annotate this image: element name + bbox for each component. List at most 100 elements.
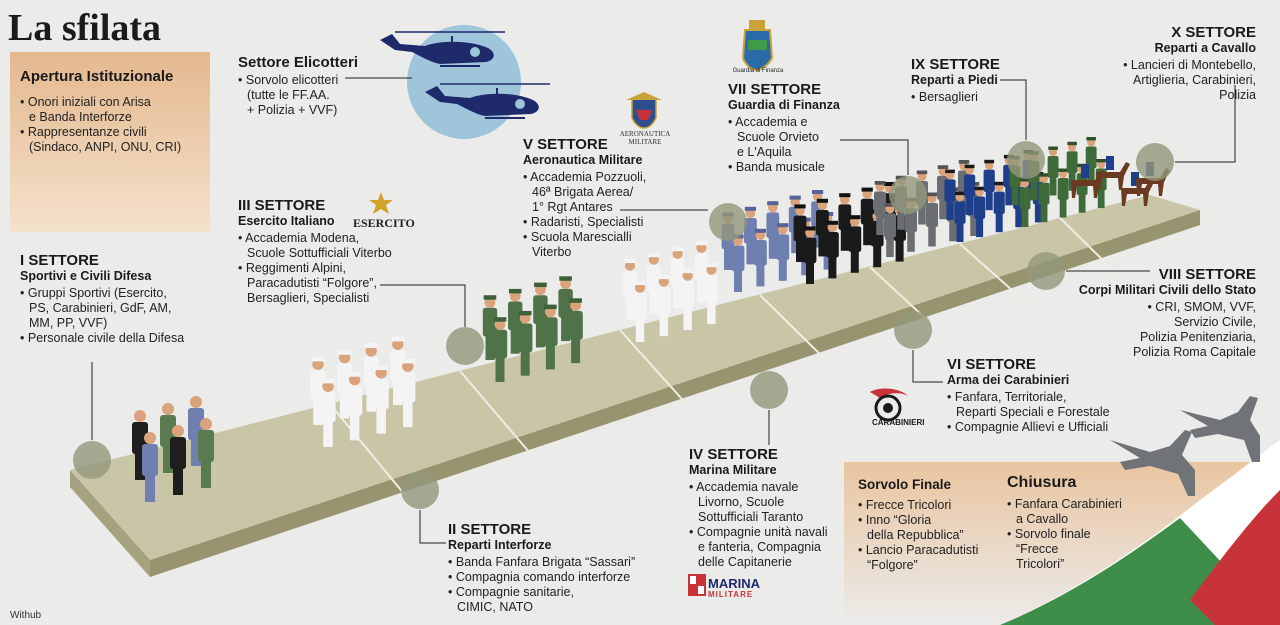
marching-figure <box>1047 146 1059 196</box>
list-item: Accademia e Scuole Orvieto e L'Aquila <box>728 115 898 160</box>
marching-figure <box>482 295 498 360</box>
list-item: Radaristi, Specialisti <box>523 215 673 230</box>
sector-9-block: IX SETTORE Reparti a Piedi Bersaglieri <box>911 56 1021 105</box>
marching-figure <box>766 201 780 259</box>
carabinieri-emblem <box>870 388 908 422</box>
marching-figure <box>320 378 336 447</box>
sector-10-subtitle: Reparti a Cavallo <box>1154 41 1256 55</box>
marina-logo-text: MARINA <box>708 576 760 591</box>
list-item: Accademia Pozzuoli, 46ª Brigata Aerea/ 1… <box>523 170 673 215</box>
esercito-star-icon <box>369 192 393 214</box>
sector-6-subtitle: Arma dei Carabinieri <box>947 373 1070 387</box>
chiusura-heading: Chiusura <box>1007 474 1077 491</box>
list-item: Banda musicale <box>728 160 898 175</box>
sector-9-list: Bersaglieri <box>911 90 1021 105</box>
aeronautica-logo: AERONAUTICA MILITARE <box>618 130 672 146</box>
page-title: La sfilata <box>8 7 162 49</box>
marching-figure <box>954 191 966 242</box>
list-item: Compagnia comando interforze <box>448 570 668 585</box>
sorvolo-heading: Sorvolo Finale <box>858 477 952 492</box>
marching-figure <box>543 304 558 370</box>
aeronautica-logo-subtext: MILITARE <box>628 138 662 146</box>
marching-figure <box>623 258 637 320</box>
list-item: Personale civile della Difesa <box>20 331 220 346</box>
marching-figure <box>680 268 695 331</box>
marching-figure <box>310 356 326 425</box>
sector-5-list: Accademia Pozzuoli, 46ª Brigata Aerea/ 1… <box>523 170 673 260</box>
sector-5-block: V SETTORE Aeronautica Militare Accademia… <box>523 136 673 260</box>
marching-figure <box>132 410 148 480</box>
marching-figure <box>492 317 508 382</box>
marching-figure <box>1038 173 1050 223</box>
list-item: Frecce Tricolori <box>858 498 1003 513</box>
sector-7-block: VII SETTORE Guardia di Finanza Accademia… <box>728 81 898 175</box>
sector-6-list: Fanfara, Territoriale, Reparti Speciali … <box>947 390 1137 435</box>
guardia-finanza-logo-text: Guardia di Finanza <box>732 68 784 74</box>
troops <box>132 137 1170 502</box>
sector-1-heading: I SETTORE <box>20 252 99 269</box>
sector-7-heading: VII SETTORE <box>728 81 822 98</box>
sorvolo-list: Frecce TricoloriInno “Gloria della Repub… <box>858 498 1003 573</box>
apertura-heading: Apertura Istituzionale <box>20 68 174 85</box>
marching-figure <box>874 181 886 235</box>
sector-8-block: VIII SETTORE Corpi Militari Civili dello… <box>1060 266 1256 360</box>
marching-figure <box>198 418 214 488</box>
marina-logo: MARINA MILITARE <box>708 576 760 600</box>
marching-figure <box>793 204 807 262</box>
list-item: Compagnie sanitarie, CIMIC, NATO <box>448 585 668 615</box>
list-item: Lancio Paracadutisti “Folgore” <box>858 543 1003 573</box>
list-item: Onori iniziali con Arisa e Banda Interfo… <box>20 95 210 125</box>
sector-8-list: CRI, SMOM, VVF, Servizio Civile, Polizia… <box>1060 300 1256 360</box>
marching-figure <box>860 187 874 246</box>
apertura-block: Apertura Istituzionale Onori iniziali co… <box>20 68 210 155</box>
marching-figure <box>974 186 986 238</box>
sector-3-block: III SETTORE Esercito Italiano Accademia … <box>238 197 438 306</box>
marching-figure <box>926 192 938 247</box>
list-item: Fanfara Carabinieri a Cavallo <box>1007 497 1147 527</box>
helicopter-icon <box>425 83 550 119</box>
marching-figure <box>533 282 548 348</box>
sector-4-list: Accademia navale Livorno, Scuole Sottuff… <box>689 480 849 570</box>
chiusura-block: Chiusura Fanfara Carabinieri a CavalloSo… <box>1007 474 1147 572</box>
chiusura-list: Fanfara Carabinieri a CavalloSorvolo fin… <box>1007 497 1147 572</box>
marching-figure <box>993 181 1005 233</box>
marching-figure <box>558 276 573 342</box>
marina-emblem <box>688 574 706 596</box>
elicotteri-heading: Settore Elicotteri <box>238 54 359 71</box>
sector-5-heading: V SETTORE <box>523 136 608 153</box>
list-item: Compagnie Allievi e Ufficiali <box>947 420 1137 435</box>
apertura-list: Onori iniziali con Arisa e Banda Interfo… <box>20 95 210 155</box>
list-item: Reggimenti Alpini, Paracadutisti “Folgor… <box>238 261 438 306</box>
list-item: Accademia Modena, Scuole Sottufficiali V… <box>238 231 438 261</box>
horse-icon <box>1096 156 1130 190</box>
horse-icon <box>1071 164 1105 198</box>
list-item: Sorvolo elicotteri (tutte le FF.AA. + Po… <box>238 73 408 118</box>
sector-10-list: Lancieri di Montebello, Artiglieria, Car… <box>1090 58 1256 103</box>
marching-figure <box>848 215 862 273</box>
helicopter-circle <box>407 25 521 139</box>
sector-3-list: Accademia Modena, Scuole Sottufficiali V… <box>238 231 438 306</box>
marching-figure <box>670 246 685 309</box>
sector-9-subtitle: Reparti a Piedi <box>911 73 998 87</box>
sector-1-block: I SETTORE Sportivi e Civili Difesa Grupp… <box>20 252 220 346</box>
aeronautica-logo-text: AERONAUTICA <box>619 130 671 138</box>
jet-icon <box>1110 430 1195 496</box>
sector-6-block: VI SETTORE Arma dei Carabinieri Fanfara,… <box>947 356 1137 435</box>
guardia-finanza-emblem <box>741 20 774 72</box>
marching-figure <box>744 206 757 265</box>
sector-4-subtitle: Marina Militare <box>689 463 777 477</box>
sector-markers <box>73 141 1174 509</box>
marching-figure <box>704 262 719 325</box>
sector-8-heading: VIII SETTORE <box>1158 266 1256 283</box>
sector-9-heading: IX SETTORE <box>911 56 1000 73</box>
marching-figure <box>803 226 817 284</box>
sector-2-heading: II SETTORE <box>448 521 532 538</box>
sector-8-subtitle: Corpi Militari Civili dello Stato <box>1078 283 1256 297</box>
marching-figure <box>1085 137 1097 186</box>
sector-4-heading: IV SETTORE <box>689 446 778 463</box>
sector-6-heading: VI SETTORE <box>947 356 1036 373</box>
list-item: Banda Fanfara Brigata “Sassari” <box>448 555 668 570</box>
list-item: CRI, SMOM, VVF, Servizio Civile, Polizia… <box>1060 300 1256 360</box>
list-item: Sorvolo finale “Frecce Tricolori” <box>1007 527 1147 572</box>
marching-figure <box>1019 178 1031 227</box>
